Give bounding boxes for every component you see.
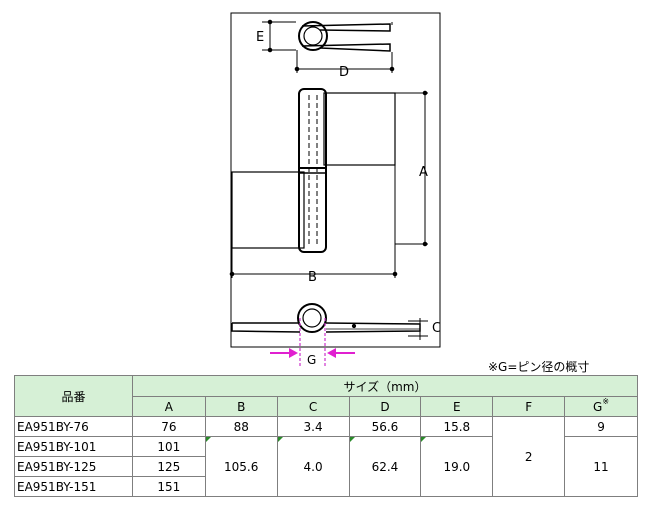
value-b: 88	[204, 416, 278, 437]
cell-marker	[277, 437, 283, 442]
cell-marker	[421, 437, 427, 442]
front-view	[229, 88, 428, 278]
bottom-view	[231, 303, 428, 340]
dim-label-e: E	[256, 30, 264, 45]
table-row: EA951BY-151 151	[14, 476, 638, 497]
value-a: 76	[131, 416, 206, 437]
part-number: EA951BY-125	[14, 456, 133, 477]
value-d: 62.4	[348, 436, 422, 497]
part-number: EA951BY-101	[14, 436, 133, 457]
pin-diameter-note: ※G=ピン径の概寸	[488, 360, 590, 374]
value-a: 151	[131, 476, 206, 497]
value-c: 3.4	[276, 416, 350, 437]
col-header-b: B	[204, 396, 278, 417]
dim-label-b: B	[308, 270, 317, 285]
value-g: 11	[564, 436, 638, 497]
part-number: EA951BY-151	[14, 476, 133, 497]
table-row: EA951BY-101 101 105.6 4.0 62.4 19.0 11	[14, 436, 638, 497]
table-subheader-row: A B C D E F G※	[15, 396, 638, 417]
col-header-d: D	[348, 396, 422, 417]
table-header-row: 品番 サイズ（mm）	[14, 375, 639, 417]
table-row: EA951BY-76 76 88 3.4 56.6 15.8 2 9	[14, 416, 638, 497]
value-a: 125	[131, 456, 206, 477]
col-header-c: C	[276, 396, 350, 417]
g-note-mark: ※	[602, 396, 610, 406]
pin-dimension-g	[270, 318, 355, 366]
value-g: 9	[564, 416, 638, 437]
value-e: 15.8	[420, 416, 494, 437]
size-header: サイズ（mm）	[131, 375, 639, 397]
col-header-f: F	[492, 396, 566, 417]
top-view	[262, 19, 395, 73]
col-header-a: A	[131, 396, 206, 417]
part-number: EA951BY-76	[14, 416, 133, 437]
drawing-frame	[230, 12, 441, 348]
spec-table: 品番 サイズ（mm） A B C D E F G※ EA951BY-76 76 …	[14, 375, 639, 497]
dim-label-g: G	[307, 353, 316, 367]
dim-label-c: C	[432, 321, 441, 336]
table-row: EA951BY-125 125	[14, 456, 638, 477]
col-header-g: G※	[564, 396, 638, 417]
value-b: 105.6	[204, 436, 278, 497]
cell-marker	[205, 437, 211, 442]
dim-label-d: D	[339, 65, 349, 80]
value-d: 56.6	[348, 416, 422, 437]
value-e: 19.0	[420, 436, 494, 497]
col-header-e: E	[420, 396, 494, 417]
dim-label-a: A	[419, 165, 428, 180]
value-f: 2	[492, 416, 566, 497]
value-a: 101	[131, 436, 206, 457]
value-c: 4.0	[276, 436, 350, 497]
hinge-technical-drawing: E D A B	[229, 12, 441, 367]
part-number-header: 品番	[14, 375, 133, 417]
cell-marker	[349, 437, 355, 442]
